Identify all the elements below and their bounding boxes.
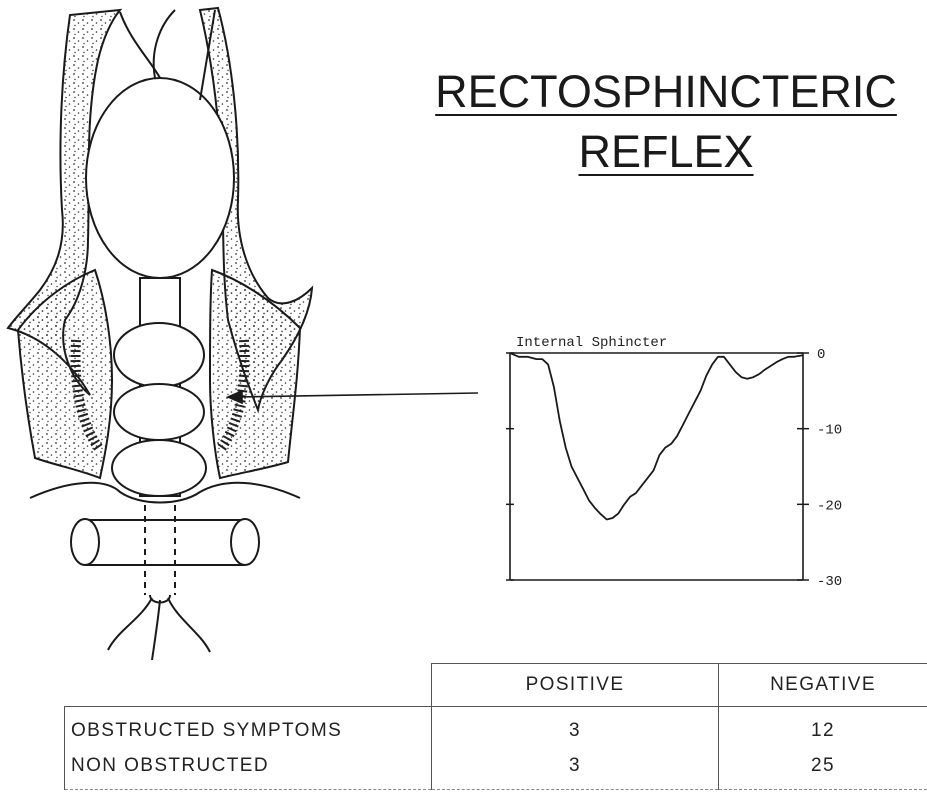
results-table: POSITIVE NEGATIVE OBSTRUCTED SYMPTOMS 3 … <box>64 663 927 790</box>
cell-negative: 25 <box>719 749 927 790</box>
chart-title: Internal Sphincter <box>516 335 667 351</box>
header-negative: NEGATIVE <box>719 664 927 707</box>
balloon-lower <box>112 440 206 496</box>
balloon-upper <box>114 323 204 387</box>
pressure-trace-line <box>510 353 803 520</box>
y-tick-label: 0 <box>817 347 825 363</box>
cell-negative: 12 <box>719 707 927 750</box>
probe-connector <box>85 520 245 565</box>
row-label: NON OBSTRUCTED <box>65 749 432 790</box>
row-label: OBSTRUCTED SYMPTOMS <box>65 707 432 750</box>
header-positive: POSITIVE <box>432 664 719 707</box>
cell-positive: 3 <box>432 707 719 750</box>
balloon-middle <box>114 384 204 440</box>
table-header-row: POSITIVE NEGATIVE <box>65 664 927 707</box>
anorectal-anatomy-illustration <box>0 0 520 660</box>
lead-wires <box>108 598 210 660</box>
y-tick-label: -10 <box>817 423 842 439</box>
y-tick-label: -30 <box>817 574 842 590</box>
y-tick-label: -20 <box>817 498 842 514</box>
table-row: OBSTRUCTED SYMPTOMS 3 12 <box>65 707 927 750</box>
table-row: NON OBSTRUCTED 3 25 <box>65 749 927 790</box>
table-corner-cell <box>65 664 432 707</box>
internal-sphincter-chart: Internal Sphincter 0 -10 -20 -30 <box>480 320 900 610</box>
rectal-ampulla <box>86 78 234 278</box>
cell-positive: 3 <box>432 749 719 790</box>
